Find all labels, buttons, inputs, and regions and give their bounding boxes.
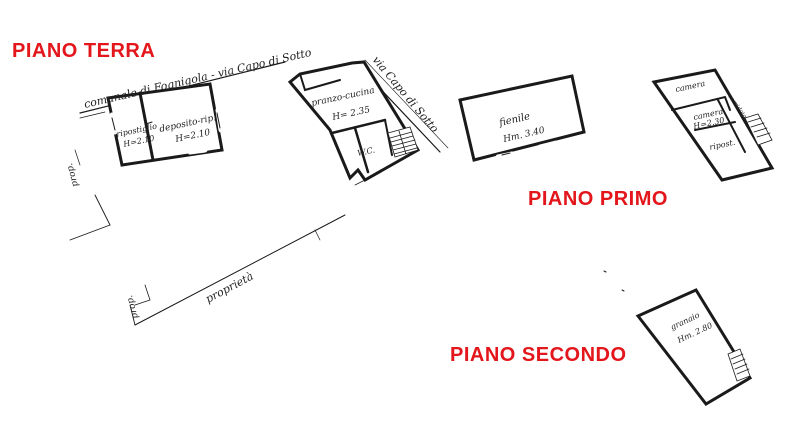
title-piano-secondo: PIANO SECONDO	[450, 344, 627, 366]
block-ripostiglio-deposito	[106, 82, 224, 167]
stairs-ground	[387, 126, 419, 158]
block-granaio	[635, 288, 753, 406]
room-wc-name: W.C.	[357, 145, 376, 157]
neighbor-label-bottom: prop.	[125, 294, 141, 320]
title-piano-terra: PIANO TERRA	[12, 40, 156, 62]
block-fienile	[458, 74, 586, 162]
title-piano-primo: PIANO PRIMO	[528, 188, 668, 210]
property-boundaries	[69, 149, 366, 326]
stairs-second	[727, 348, 751, 382]
stairs-first	[744, 113, 773, 146]
block-camere	[651, 68, 775, 182]
neighbor-label-left: prop.	[65, 162, 81, 188]
block-pranzo-cucina	[287, 60, 421, 182]
